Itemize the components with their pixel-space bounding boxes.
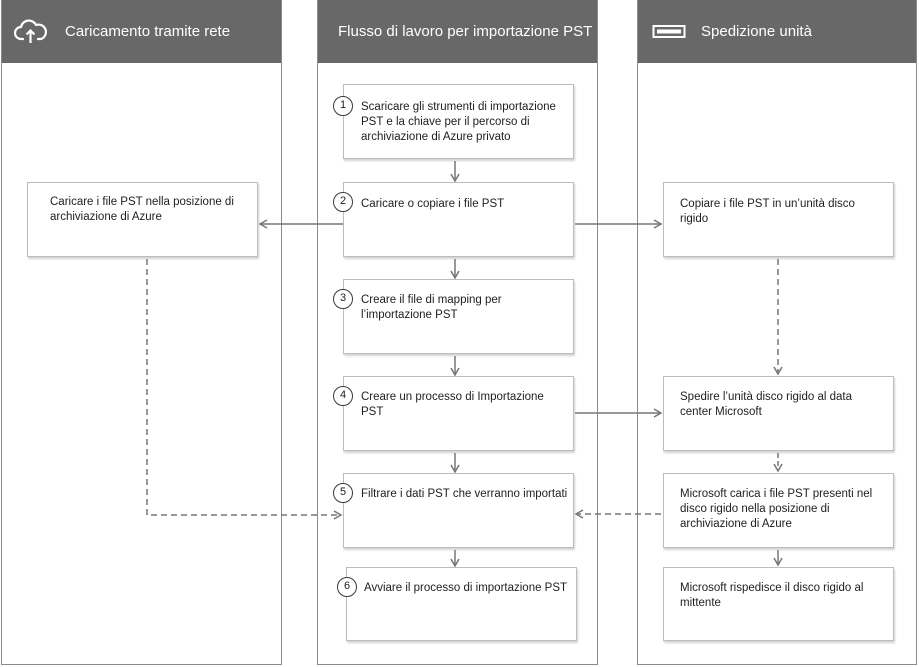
step-number-6: 6	[337, 577, 357, 597]
lane-drive-shipping: Spedizione unità	[637, 0, 917, 665]
drive-text-ship: Spedire l’unità disco rigido al data cen…	[680, 391, 852, 418]
step-text-3: Creare il file di mapping per l’importaz…	[361, 294, 502, 321]
lane-header-network-upload: Caricamento tramite rete	[2, 0, 281, 63]
step-box-3: Creare il file di mapping per l’importaz…	[343, 279, 574, 354]
hard-drive-icon	[652, 24, 686, 40]
step-text-6: Avviare il processo di importazione PST	[364, 582, 568, 594]
drive-box-return: Microsoft rispedisce il disco rigido al …	[663, 567, 894, 641]
step-number-5: 5	[333, 483, 353, 503]
lane-title-workflow: Flusso di lavoro per importazione PST	[338, 23, 593, 40]
step-text-2: Caricare o copiare i file PST	[361, 198, 505, 210]
lane-title-drive-shipping: Spedizione unità	[701, 23, 812, 40]
step-text-5: Filtrare i dati PST che verranno importa…	[361, 488, 568, 500]
lane-title-network-upload: Caricamento tramite rete	[65, 23, 231, 40]
drive-box-ship: Spedire l’unità disco rigido al data cen…	[663, 376, 894, 451]
drive-text-upload: Microsoft carica i file PST presenti nel…	[680, 488, 873, 530]
step-number-4: 4	[333, 386, 353, 406]
step-box-4: Creare un processo di Importazione PST	[343, 376, 574, 451]
step-box-2: Caricare o copiare i file PST	[343, 182, 574, 257]
step-number-2: 2	[333, 192, 353, 212]
step-box-5: Filtrare i dati PST che verranno importa…	[343, 473, 574, 548]
drive-text-return: Microsoft rispedisce il disco rigido al …	[680, 582, 864, 609]
drive-text-copy: Copiare i file PST in un’unità disco rig…	[680, 198, 855, 225]
lane-header-drive-shipping: Spedizione unità	[638, 0, 916, 63]
drive-box-upload: Microsoft carica i file PST presenti nel…	[663, 473, 894, 548]
step-box-1: Scaricare gli strumenti di importazione …	[343, 84, 574, 159]
lane-header-workflow: Flusso di lavoro per importazione PST	[318, 0, 597, 63]
step-number-1: 1	[333, 96, 353, 116]
drive-box-copy: Copiare i file PST in un’unità disco rig…	[663, 182, 894, 257]
step-box-6: Avviare il processo di importazione PST	[346, 567, 577, 641]
network-text-upload: Caricare i file PST nella posizione di a…	[50, 196, 234, 223]
cloud-upload-icon	[14, 18, 48, 45]
step-text-4: Creare un processo di Importazione PST	[361, 391, 544, 418]
step-text-1: Scaricare gli strumenti di importazione …	[361, 101, 556, 143]
network-box-upload: Caricare i file PST nella posizione di a…	[27, 182, 258, 257]
lane-network-upload: Caricamento tramite rete	[1, 0, 282, 665]
step-number-3: 3	[333, 289, 353, 309]
